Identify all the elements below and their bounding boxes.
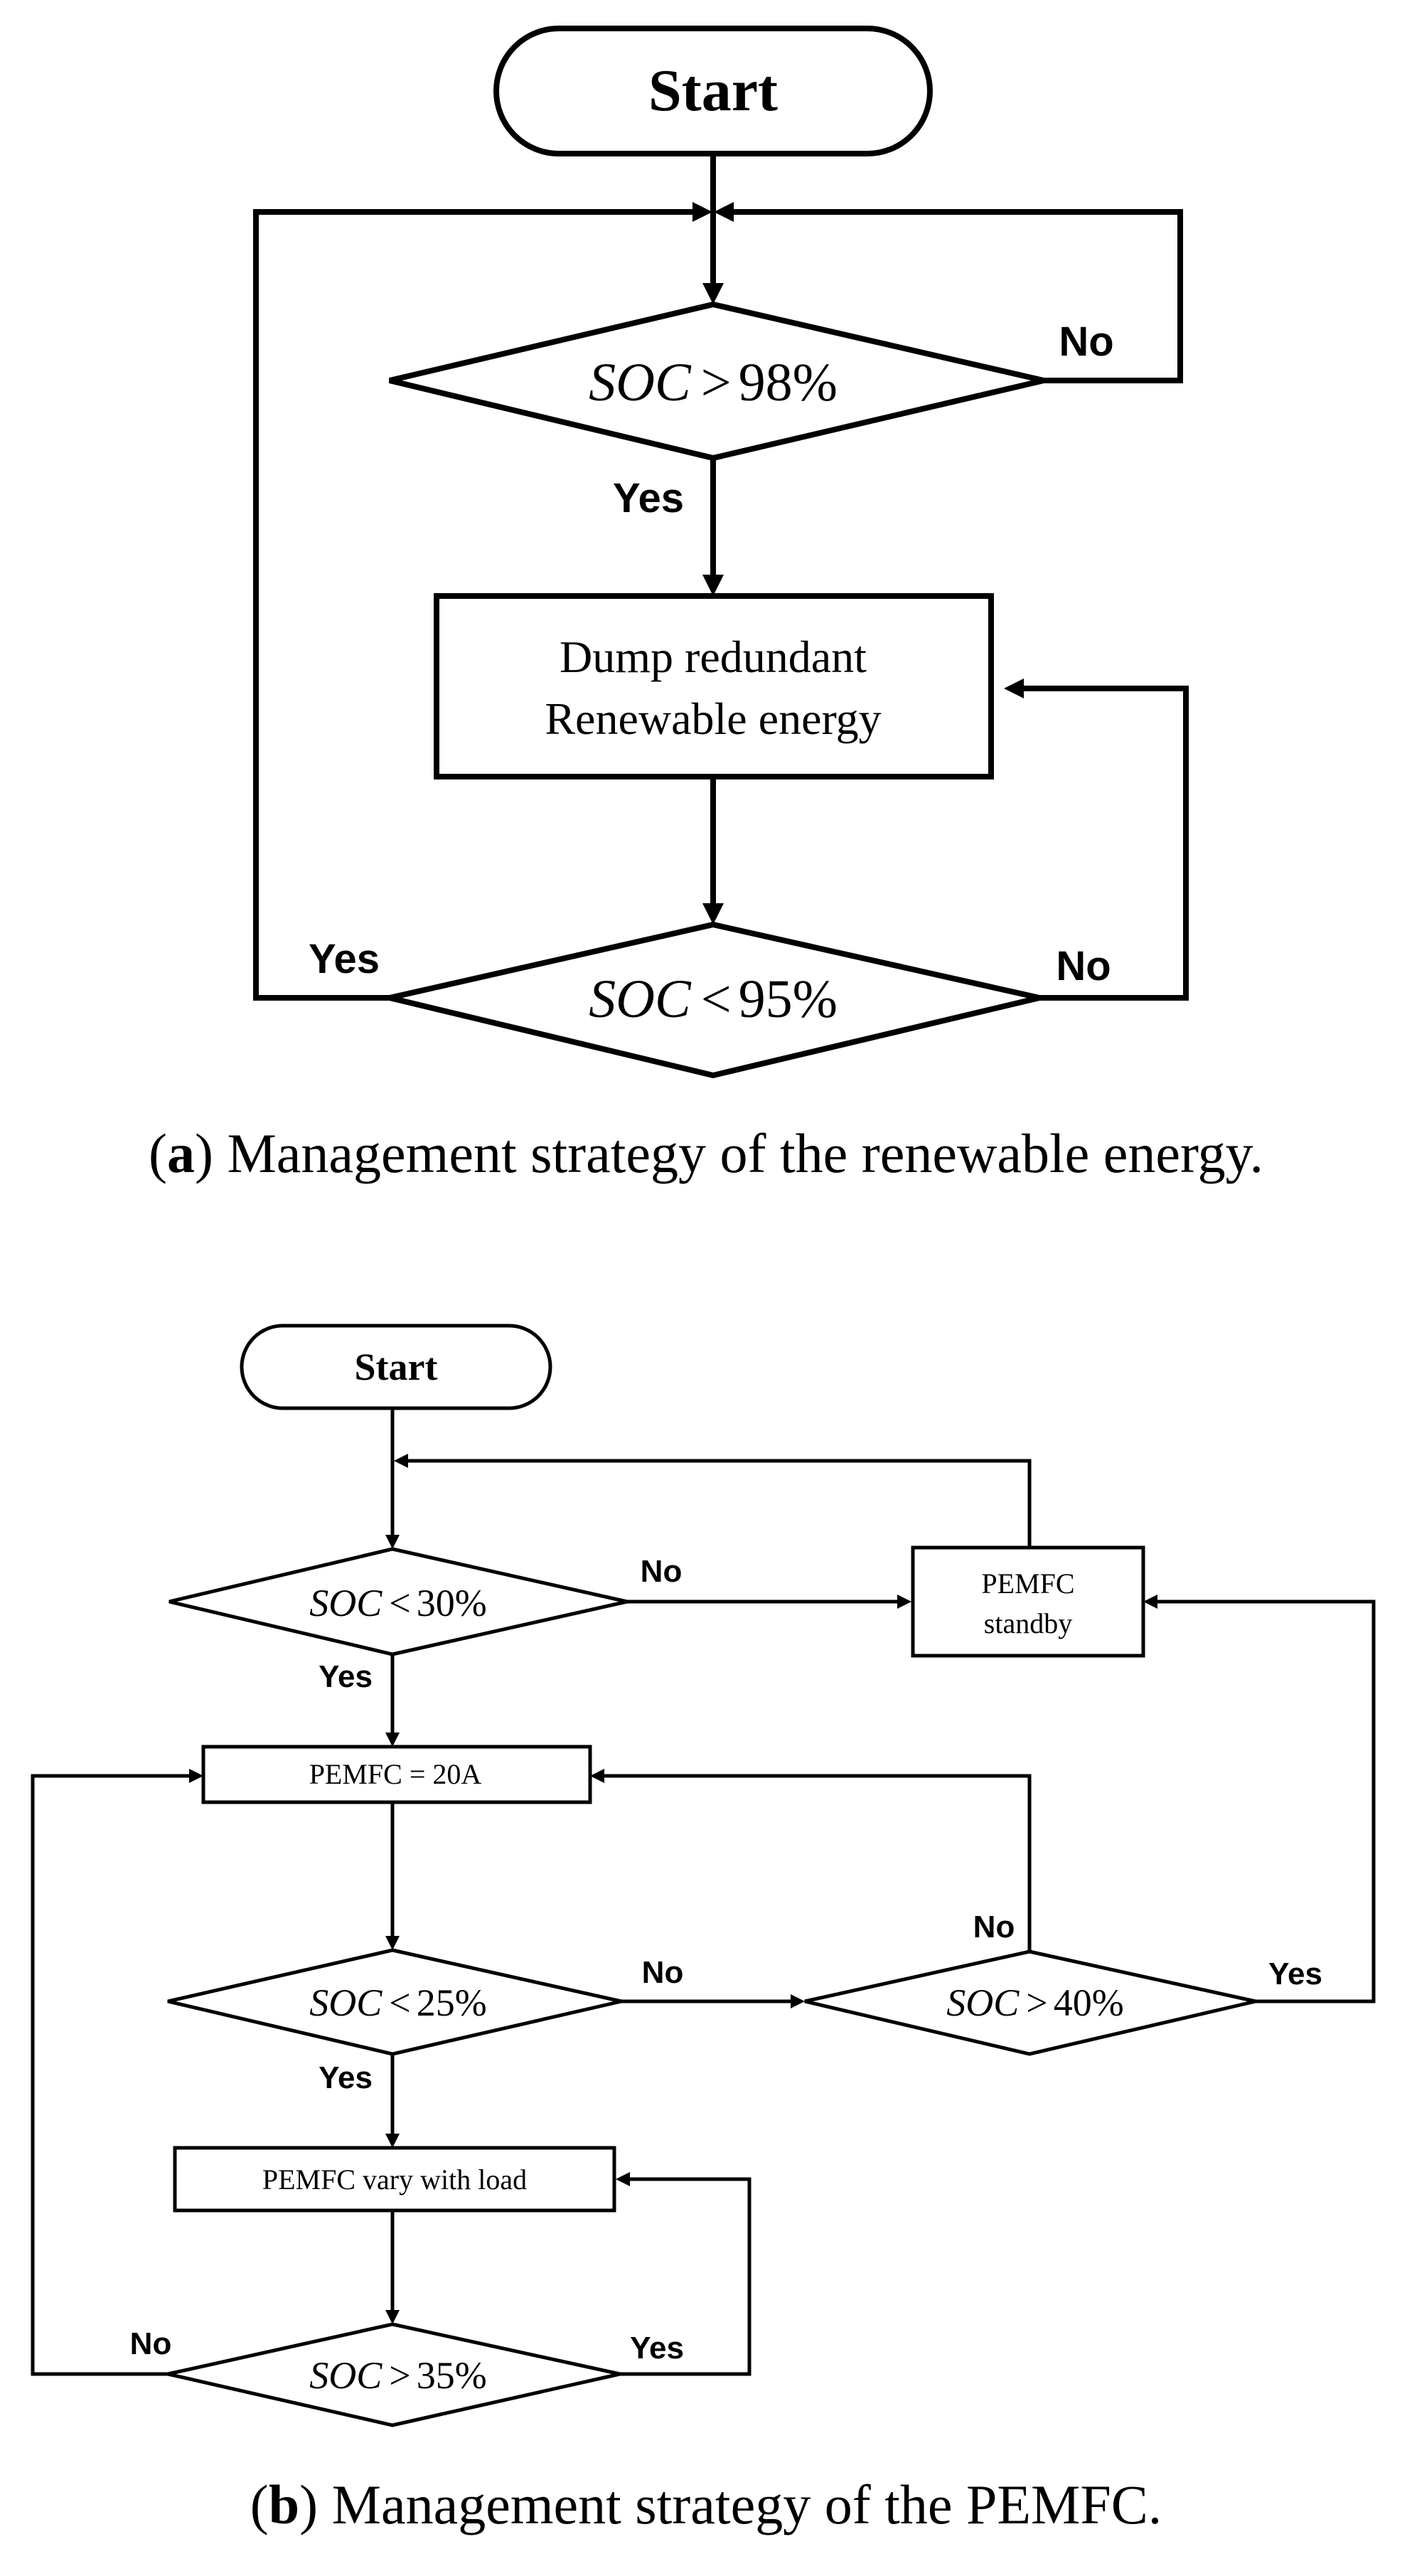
diagram-b: Start SOC<30% No Yes PEMFC standby PEMFC…: [31, 1324, 1376, 2535]
connector-d2-yes-loop: [253, 209, 692, 1001]
d2-no-label: No: [1056, 943, 1111, 989]
connector-d3-yes: [1157, 1600, 1376, 2003]
diagram-a: Start SOC>98% No Yes Dump redundant Rene…: [149, 26, 1263, 1184]
arrowhead-d2b-top: [385, 1936, 400, 1950]
start-label-b: Start: [355, 1346, 438, 1388]
standby-line1: PEMFC: [981, 1568, 1074, 1600]
d1b-yes-label: Yes: [319, 1659, 373, 1694]
caption-a: (a) Management strategy of the renewable…: [149, 1122, 1263, 1184]
connector-standby-return: [408, 1459, 1032, 1585]
connectors-b: [31, 1408, 1376, 2376]
arrowhead-d3-yes: [1143, 1595, 1157, 1609]
d3-no-label: No: [973, 1910, 1015, 1944]
decision-soc-95-label: SOC<95%: [589, 969, 838, 1029]
arrowhead-d1b-top: [385, 1535, 400, 1549]
connector-d2-no-loop: [1024, 686, 1189, 1001]
arrowhead-d4-top: [385, 2310, 400, 2324]
connectors-a: [253, 154, 1189, 1001]
d1b-no-label: No: [641, 1554, 683, 1589]
d4-no-label: No: [130, 2326, 172, 2361]
arrowhead-20a: [385, 1733, 400, 1747]
d4-yes-label: Yes: [630, 2331, 684, 2365]
start-terminal-b: [240, 1324, 552, 1410]
process-pemfc-20a: [201, 1745, 592, 1804]
d1-no-label: No: [1059, 319, 1113, 365]
process-pemfc-vary: [173, 2146, 616, 2213]
arrowhead-d4-yes: [616, 2172, 630, 2186]
arrowhead-process-a: [702, 575, 724, 596]
decision-soc-95: [389, 921, 1040, 1079]
arrowhead-d2-yes: [692, 202, 712, 222]
d2b-yes-label: Yes: [319, 2060, 373, 2095]
arrowhead-vary: [385, 2134, 400, 2148]
decision-soc-35-label: SOC>35%: [309, 2354, 486, 2397]
arrowhead-d1-no: [714, 202, 734, 222]
decision-soc-35: [167, 2322, 621, 2427]
connector-d1-no-loop: [734, 209, 1183, 383]
decision-soc-25: [167, 1948, 622, 2056]
process-pemfc-standby: [911, 1545, 1145, 1658]
arrowhead-d2-no: [1004, 678, 1024, 698]
connector-d4-yes: [620, 2177, 752, 2376]
decision-soc-25-label: SOC<25%: [309, 1981, 486, 2024]
arrowhead-d4-no: [189, 1769, 203, 1783]
decision-soc-30: [169, 1547, 628, 1656]
d3-yes-label: Yes: [1268, 1957, 1322, 1991]
d2b-no-label: No: [642, 1955, 684, 1990]
connector-d3-no: [604, 1774, 1032, 1952]
process-dump-line1: Dump redundant: [560, 632, 867, 682]
standby-line2: standby: [984, 1607, 1072, 1639]
decision-soc-30-label: SOC<30%: [309, 1582, 486, 1624]
d2-yes-label: Yes: [309, 936, 380, 982]
arrowhead-d3: [791, 1994, 805, 2008]
start-label-a: Start: [648, 58, 778, 124]
d1-yes-label: Yes: [613, 475, 684, 521]
arrowhead-d3-no: [590, 1769, 604, 1783]
arrowhead-d2-top: [702, 903, 724, 925]
start-terminal-a: [493, 26, 933, 156]
decision-soc-40: [804, 1949, 1256, 2056]
pemfc-20a-label: PEMFC = 20A: [309, 1758, 482, 1790]
process-dump-renewable: [434, 593, 994, 779]
decision-soc-98: [389, 301, 1044, 462]
arrowhead-standby: [897, 1595, 911, 1609]
arrowhead-standby-return: [394, 1454, 408, 1468]
vary-load-label: PEMFC vary with load: [262, 2163, 527, 2196]
decision-soc-40-label: SOC>40%: [946, 1981, 1123, 2024]
caption-b: (b) Management strategy of the PEMFC.: [250, 2474, 1162, 2535]
process-dump-line2: Renewable energy: [545, 693, 881, 744]
arrowhead-d1-top: [702, 283, 724, 304]
connector-d4-no: [31, 1774, 189, 2376]
decision-soc-98-label: SOC>98%: [589, 353, 838, 413]
